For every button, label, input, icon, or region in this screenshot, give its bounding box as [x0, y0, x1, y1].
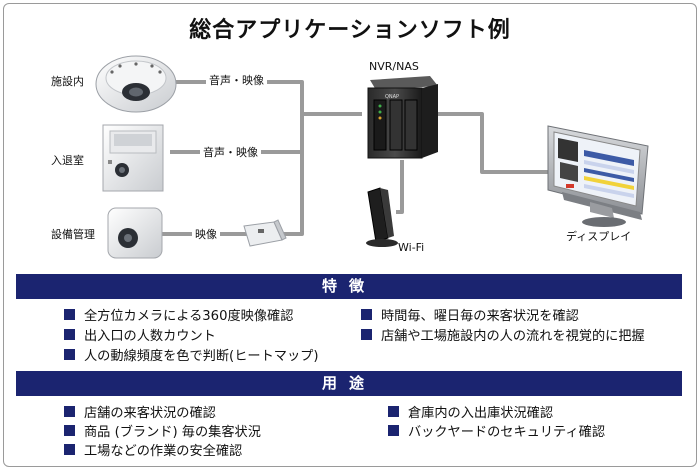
- line-wifi: [396, 160, 404, 214]
- line-display: [438, 112, 548, 174]
- bullet-square-icon: [64, 329, 75, 340]
- use-item: 商品 (ブランド) 毎の集客状況: [64, 421, 261, 440]
- system-diagram: QNAP: [95, 55, 649, 259]
- bullet-square-icon: [64, 425, 75, 436]
- feature-item: 全方位カメラによる360度映像確認: [64, 305, 293, 324]
- bullet-square-icon: [361, 329, 372, 340]
- line-adapter: [284, 114, 304, 236]
- use-item: 店舗の来客状況の確認: [64, 402, 216, 421]
- equipment-label: 設備管理: [51, 228, 95, 241]
- bullet-square-icon: [64, 349, 75, 360]
- feature-item: 時間毎、曜日毎の来客状況を確認: [361, 305, 579, 324]
- link-label-indoor: 音声・映像: [206, 72, 267, 88]
- entrance-label: 入退室: [51, 154, 84, 167]
- nas-icon: [367, 76, 438, 159]
- box-camera-icon: [107, 207, 163, 259]
- page-title: 総合アプリケーションソフト例: [189, 18, 511, 43]
- indoor-label: 施設内: [51, 75, 84, 88]
- entrance-camera-icon: [102, 124, 164, 192]
- bullet-square-icon: [64, 309, 75, 320]
- use-item: 工場などの作業の安全確認: [64, 440, 242, 459]
- bullet-square-icon: [361, 309, 372, 320]
- fisheye-camera-icon: [95, 55, 177, 113]
- nas-brand: QNAP: [385, 94, 399, 100]
- link-label-equipment: 映像: [192, 226, 220, 242]
- bullet-square-icon: [64, 444, 75, 455]
- bullet-square-icon: [64, 406, 75, 417]
- feature-item: 出入口の人数カウント: [64, 325, 216, 344]
- feature-item: 人の動線頻度を色で判断(ヒートマップ): [64, 345, 318, 364]
- bullet-square-icon: [388, 406, 399, 417]
- bullet-square-icon: [388, 425, 399, 436]
- adapter-icon: [243, 219, 287, 247]
- wifi-router-icon: [366, 187, 398, 247]
- use-item: 倉庫内の入出庫状況確認: [388, 402, 553, 421]
- use-item: バックヤードのセキュリティ確認: [388, 421, 605, 440]
- uses-header: 用途: [16, 371, 682, 396]
- wifi-label: Wi-Fi: [398, 241, 425, 254]
- monitor-icon: [547, 125, 649, 227]
- nvr-label: NVR/NAS: [369, 60, 419, 73]
- line-indoor: [176, 80, 362, 116]
- feature-item: 店舗や工場施設内の人の流れを視覚的に把握: [361, 325, 645, 344]
- features-header: 特徴: [16, 274, 682, 299]
- display-label: ディスプレイ: [566, 230, 632, 243]
- link-label-entrance: 音声・映像: [200, 144, 261, 160]
